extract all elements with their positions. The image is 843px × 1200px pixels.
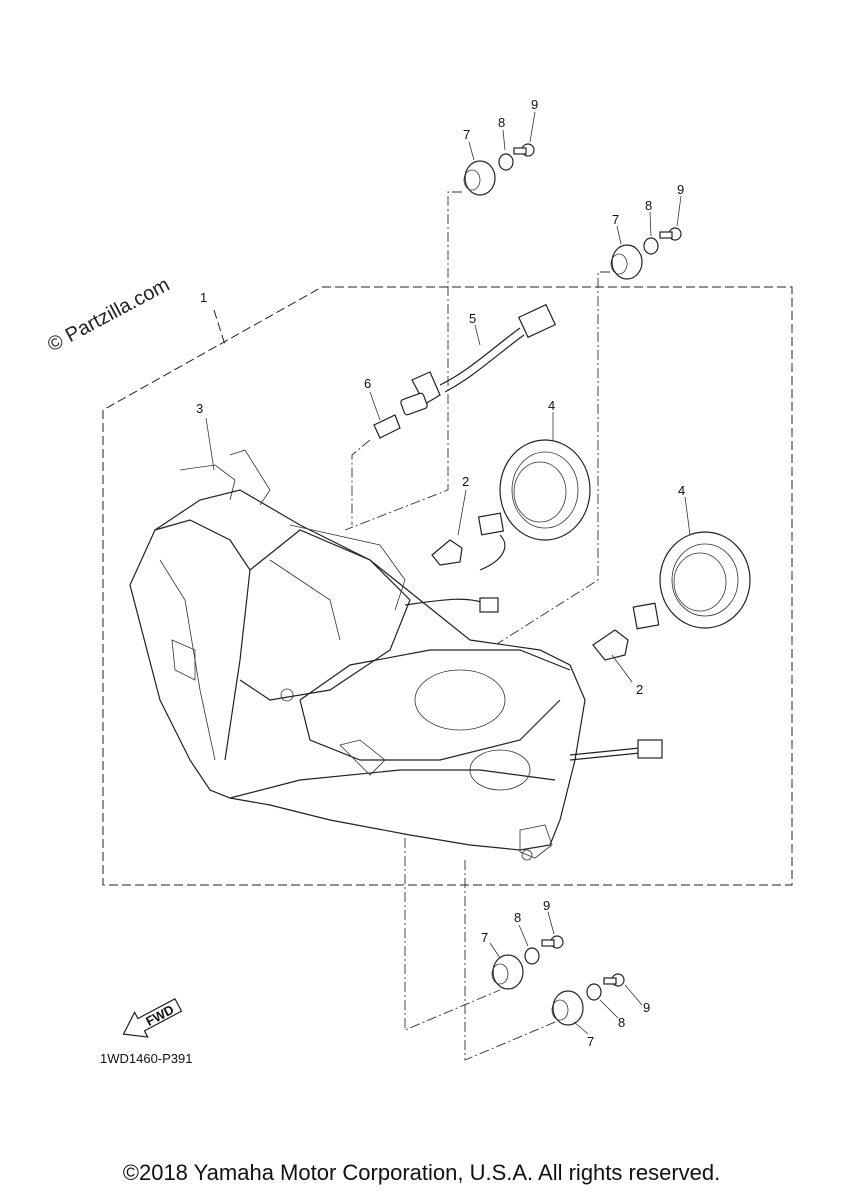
fwd-label: FWD bbox=[143, 1002, 176, 1029]
callout-9-a: 9 bbox=[531, 97, 538, 112]
callout-7-d: 7 bbox=[587, 1034, 594, 1049]
assembly-boundary bbox=[102, 286, 793, 886]
callout-7-b: 7 bbox=[612, 212, 619, 227]
callout-4-a: 4 bbox=[548, 398, 555, 413]
callout-4-b: 4 bbox=[678, 483, 685, 498]
grommet-set-top bbox=[463, 143, 535, 196]
bulb-ring-part-4-b bbox=[659, 531, 751, 629]
bulb-part-2-b bbox=[479, 597, 660, 661]
callout-7-a: 7 bbox=[463, 127, 470, 142]
copyright-footer: ©2018 Yamaha Motor Corporation, U.S.A. A… bbox=[122, 1160, 721, 1185]
callout-1: 1 bbox=[200, 290, 207, 305]
callout-6: 6 bbox=[364, 376, 371, 391]
callout-2-b: 2 bbox=[636, 682, 643, 697]
wire-harness bbox=[404, 327, 641, 761]
callout-3: 3 bbox=[196, 401, 203, 416]
connector-part-5 bbox=[411, 303, 557, 405]
callout-7-c: 7 bbox=[481, 930, 488, 945]
callout-8-a: 8 bbox=[498, 115, 505, 130]
callout-5: 5 bbox=[469, 311, 476, 326]
callout-9-b: 9 bbox=[677, 182, 684, 197]
callout-leaders bbox=[205, 111, 691, 1035]
callout-8-c: 8 bbox=[514, 910, 521, 925]
grommet-set-lower-right bbox=[551, 973, 625, 1026]
watermark-text: © Partzilla.com bbox=[44, 274, 173, 357]
bulb-ring-part-4-a bbox=[499, 439, 591, 541]
callout-8-d: 8 bbox=[618, 1015, 625, 1030]
grommet-set-mid bbox=[610, 227, 682, 280]
leader-1 bbox=[213, 309, 226, 346]
callout-2-a: 2 bbox=[462, 474, 469, 489]
callout-9-c: 9 bbox=[543, 898, 550, 913]
callout-9-d: 9 bbox=[643, 1000, 650, 1015]
diagram-code: 1WD1460-P391 bbox=[100, 1051, 193, 1066]
bulb-part-2-a bbox=[431, 512, 505, 566]
callout-8-b: 8 bbox=[645, 198, 652, 213]
headlight-housing bbox=[129, 449, 586, 861]
grommet-set-lower-left bbox=[491, 935, 564, 990]
bulb-part-6 bbox=[373, 392, 428, 439]
connector-plug-right bbox=[637, 739, 663, 759]
fwd-arrow: FWD bbox=[122, 997, 183, 1038]
